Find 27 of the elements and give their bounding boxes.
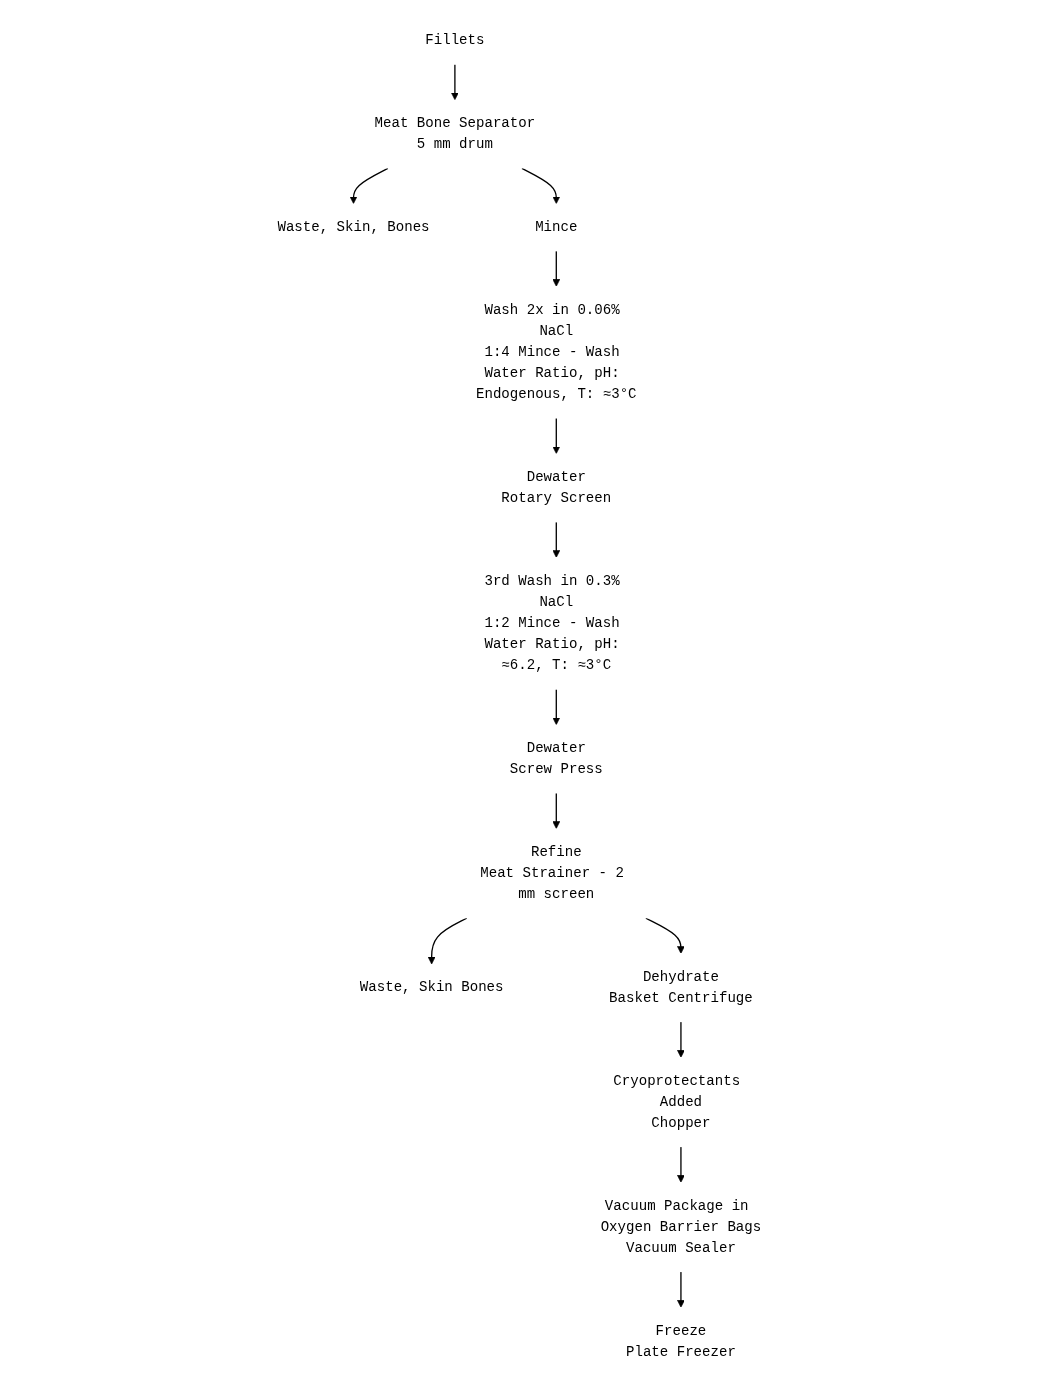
arrow (677, 1146, 686, 1183)
node-text: Dewater Screw Press (510, 740, 604, 778)
arrow (428, 917, 468, 965)
node-text: 3rd Wash in 0.3% NaCl 1:2 Mince - Wash Water Ratio, pH: ≈6.2, T: ≈3°C (484, 573, 620, 674)
node-text: Wash 2x in 0.06% NaCl 1:4 Mince - Wash Water Ratio, pH: Endogenous, T: ≈3°C (476, 302, 637, 403)
node-text: Refine Meat Strainer - 2 mm screen (480, 844, 625, 903)
arrow (552, 417, 561, 454)
node-text: Meat Bone Separator 5 mm drum (374, 115, 536, 153)
node-text: Dehydrate Basket Centrifuge (609, 969, 754, 1007)
node-text: Waste, Skin Bones (360, 979, 504, 996)
arrow (552, 688, 561, 725)
node-text: Cryoprotectants Added Chopper (613, 1073, 741, 1132)
arrow (552, 250, 561, 287)
arrow (677, 1021, 686, 1058)
node-text: Fillets (425, 32, 485, 49)
arrow (677, 1271, 686, 1308)
node-text: Freeze Plate Freezer (626, 1323, 737, 1361)
node-text: Waste, Skin, Bones (277, 219, 430, 236)
arrow (552, 792, 561, 829)
arrow (645, 917, 686, 954)
arrow (451, 63, 460, 101)
node-text: Vacuum Package in Oxygen Barrier Bags Vacuum Sealer (600, 1198, 762, 1257)
arrow (552, 521, 561, 558)
arrow (349, 167, 389, 204)
node-text: Mince (535, 219, 578, 236)
arrow (521, 167, 561, 204)
node-text: Dewater Rotary Screen (501, 469, 612, 507)
